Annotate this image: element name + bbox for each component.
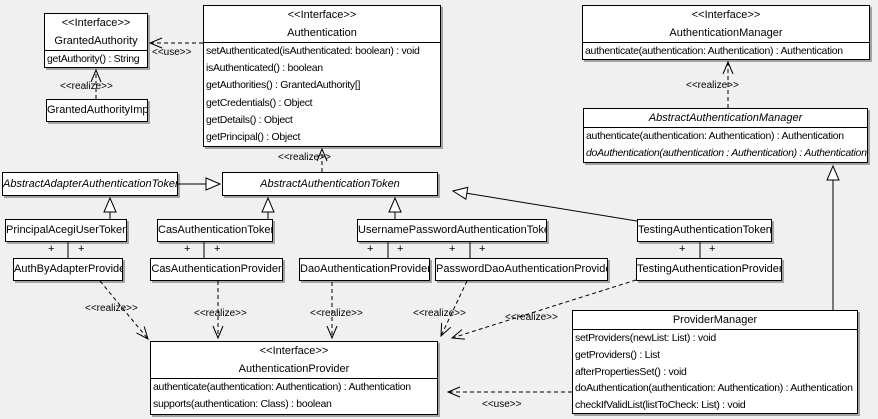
method: getProviders() : List	[575, 348, 660, 361]
class-name: CasAuthenticationToken	[158, 224, 272, 236]
class-name: TestingAuthenticationProvider	[637, 263, 781, 275]
realize-label: <<realize>>	[278, 152, 331, 163]
class-password-dao-authentication-provider: PasswordDaoAuthenticationProvider	[435, 258, 608, 281]
use-label: <<use>>	[152, 47, 192, 58]
association-plus: +	[679, 243, 686, 255]
association-plus: +	[397, 243, 404, 255]
class-username-password-authentication-token: UsernamePasswordAuthenticationToken	[357, 219, 547, 242]
class-name: AbstractAuthenticationToken	[260, 177, 400, 190]
method: doAuthentication(authentication: Authent…	[575, 382, 853, 395]
association-plus: +	[709, 243, 716, 255]
method: authenticate(authentication: Authenticat…	[586, 130, 844, 142]
method: setProviders(newList: List) : void	[575, 332, 716, 344]
association-plus: +	[78, 243, 85, 255]
class-name: DaoAuthenticationProvider	[300, 263, 429, 275]
class-granted-authority: <<Interface>> GrantedAuthority getAuthor…	[44, 13, 148, 68]
class-name: PasswordDaoAuthenticationProvider	[436, 263, 607, 275]
class-authentication-provider: <<Interface>> AuthenticationProvider aut…	[150, 341, 438, 415]
stereotype-label: <<Interface>>	[691, 9, 761, 21]
method: supports(authentication: Class) : boolea…	[153, 398, 332, 411]
stereotype-label: <<Interface>>	[259, 345, 329, 357]
class-name: AuthByAdapterProvider	[14, 263, 122, 275]
method: authenticate(authentication: Authenticat…	[153, 381, 411, 393]
method: afterPropertiesSet() : void	[575, 365, 687, 378]
method: getPrincipal() : Object	[206, 131, 301, 144]
method: getAuthority() : String	[47, 53, 140, 65]
association-plus: +	[48, 243, 55, 255]
class-testing-authentication-provider: TestingAuthenticationProvider	[636, 258, 782, 281]
association-plus: +	[449, 243, 456, 255]
class-name: GrantedAuthorityImpl	[47, 104, 147, 116]
class-name: AbstractAuthenticationManager	[648, 112, 803, 124]
class-provider-manager: ProviderManager setProviders(newList: Li…	[572, 310, 858, 414]
class-cas-authentication-token: CasAuthenticationToken	[157, 219, 273, 242]
stereotype-label: <<Interface>>	[287, 9, 357, 21]
class-name: GrantedAuthority	[54, 35, 138, 47]
class-abstract-authentication-token: AbstractAuthenticationToken	[222, 172, 438, 196]
realize-label: <<realize>>	[686, 80, 739, 91]
class-abstract-adapter-authentication-token: AbstractAdapterAuthenticationToken	[2, 172, 178, 196]
class-name: Authentication	[287, 27, 357, 39]
realize-label: <<realize>>	[310, 308, 363, 319]
method: checkIfValidList(listToCheck: List) : vo…	[575, 399, 746, 412]
association-plus: +	[184, 243, 191, 255]
association-plus: +	[214, 243, 221, 255]
method: getCredentials() : Object	[206, 96, 313, 109]
realize-label: <<realize>>	[505, 312, 558, 323]
class-granted-authority-impl: GrantedAuthorityImpl	[46, 99, 148, 122]
class-dao-authentication-provider: DaoAuthenticationProvider	[299, 258, 430, 281]
class-name: TestingAuthenticationToken	[638, 224, 771, 236]
method: getAuthorities() : GrantedAuthority[]	[206, 79, 361, 92]
realize-label: <<realize>>	[413, 308, 466, 319]
stereotype-label: <<Interface>>	[61, 17, 131, 29]
realize-passworddao-provider	[441, 280, 468, 336]
class-cas-authentication-provider: CasAuthenticationProvider	[150, 258, 283, 281]
class-name: AuthenticationProvider	[238, 363, 350, 375]
generalization-testing-token	[453, 191, 638, 222]
method: getDetails() : Object	[206, 113, 293, 126]
class-name: UsernamePasswordAuthenticationToken	[358, 224, 546, 236]
method: authenticate(authentication: Authenticat…	[585, 45, 843, 57]
association-plus: +	[479, 243, 486, 255]
use-label: <<use>>	[482, 399, 522, 410]
class-authentication: <<Interface>> Authentication setAuthenti…	[203, 5, 441, 147]
class-name: AuthenticationManager	[669, 27, 783, 39]
realize-label: <<realize>>	[85, 303, 138, 314]
class-abstract-authentication-manager: AbstractAuthenticationManager authentica…	[583, 108, 868, 163]
realize-label: <<realize>>	[60, 81, 113, 92]
class-auth-by-adapter-provider: AuthByAdapterProvider	[13, 258, 123, 281]
class-name: ProviderManager	[672, 314, 758, 326]
class-name: AbstractAdapterAuthenticationToken	[3, 177, 177, 190]
abstract-method: doAuthentication(authentication : Authen…	[586, 147, 867, 160]
class-name: CasAuthenticationProvider	[151, 263, 282, 275]
class-principal-acegi-user-token: PrincipalAcegiUserToken	[5, 219, 127, 242]
method: setAuthenticated(isAuthenticated: boolea…	[206, 45, 420, 57]
association-plus: +	[367, 243, 374, 255]
class-name: PrincipalAcegiUserToken	[6, 224, 126, 236]
class-authentication-manager: <<Interface>> AuthenticationManager auth…	[582, 5, 870, 60]
method: isAuthenticated() : boolean	[206, 62, 323, 75]
class-testing-authentication-token: TestingAuthenticationToken	[637, 219, 772, 242]
realize-label: <<realize>>	[194, 308, 247, 319]
realize-authbyadapter-provider	[99, 280, 148, 339]
